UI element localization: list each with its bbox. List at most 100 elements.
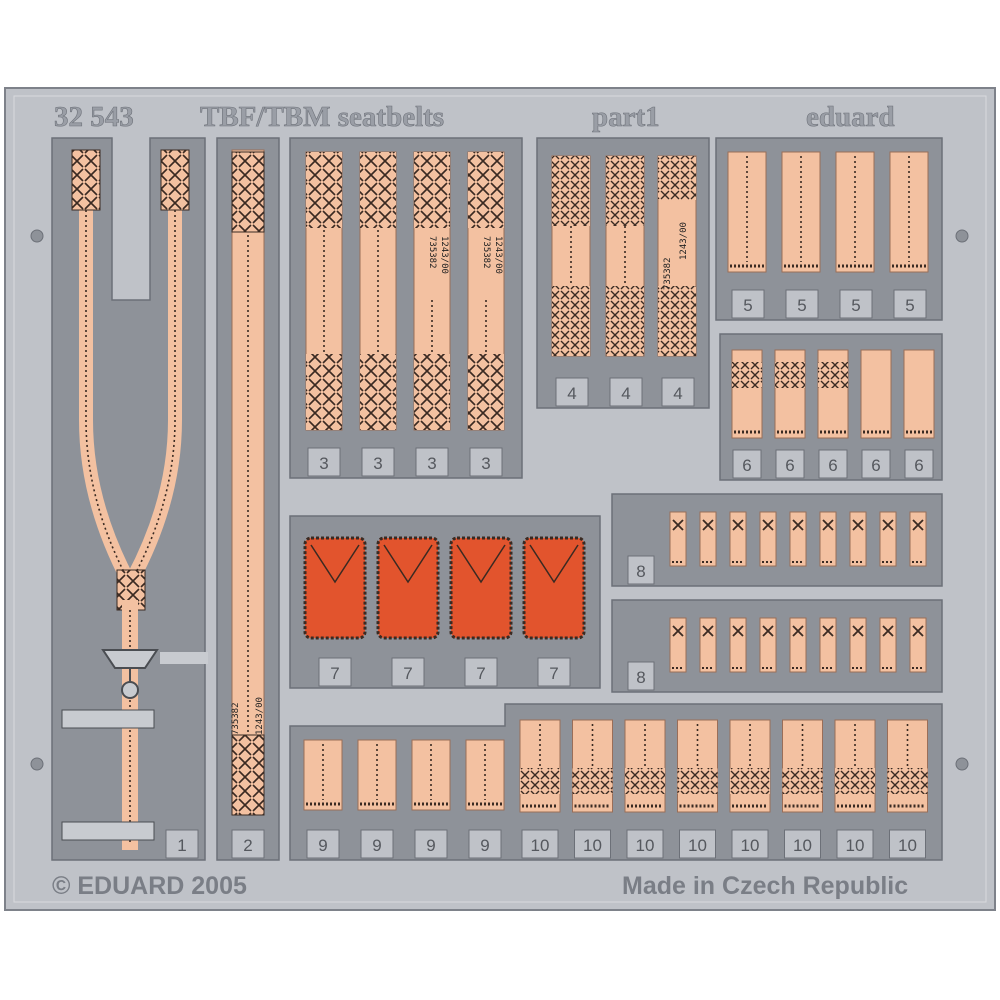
x-stitch-panel [887, 768, 928, 794]
adjuster-bar [61, 821, 155, 841]
x-stitch-panel [775, 362, 805, 388]
part-6-strap [817, 349, 849, 439]
x-stitch-panel [606, 156, 644, 226]
origin-text: Made in Czech Republic [622, 872, 908, 900]
part-number-label: 3 [319, 454, 328, 473]
etched-code: 735382 [663, 257, 673, 290]
part-8-row-2: 8 [611, 599, 943, 693]
x-stitch-panel [306, 354, 342, 430]
small-belt-tab [849, 511, 867, 567]
part-number-label: 3 [481, 454, 490, 473]
part-9-strap: 9 [303, 739, 343, 859]
part-number-label: 3 [427, 454, 436, 473]
small-belt-tab [699, 617, 717, 673]
part-label: part1 [592, 101, 660, 133]
part-6-group: 6 6 6 6 6 [719, 333, 943, 481]
small-belt-tab [879, 511, 897, 567]
etched-code: 735382 [481, 236, 491, 269]
small-belt-tab [759, 617, 777, 673]
part-6-strap [774, 349, 806, 439]
part-4-strap [551, 155, 591, 357]
part-10-strap: 10 [729, 719, 771, 859]
belt-strap [231, 149, 265, 816]
mounting-holes [30, 229, 969, 771]
small-tab-row [669, 617, 927, 673]
x-stitch-panel [606, 286, 644, 356]
x-stitch-panel [625, 768, 665, 794]
small-belt-tab [669, 511, 687, 567]
part-number-tabs [318, 657, 571, 687]
part-9-strap: 9 [465, 739, 505, 859]
etched-code: 1243/00 [255, 697, 265, 735]
sprue-tab [160, 652, 208, 664]
etched-code: 735382 [231, 702, 241, 735]
part-number-label: 10 [898, 836, 917, 855]
part-4-strap: 735382 1243/00 [657, 155, 697, 357]
part-number-label: 10 [636, 836, 655, 855]
part-number-label: 9 [426, 836, 435, 855]
part-number-tabs [732, 449, 934, 479]
x-stitch-panel [572, 768, 613, 794]
part-number-tabs [555, 377, 695, 407]
part-number-label: 7 [330, 664, 339, 683]
set-title: TBF/TBM seatbelts [200, 101, 444, 133]
part-number-label: 9 [318, 836, 327, 855]
x-stitch-panel [818, 362, 848, 388]
part-3-strap: 735382 1243/00 [467, 151, 505, 431]
part-5-strap [835, 151, 875, 273]
red-pad [522, 536, 586, 640]
part-number-tabs [307, 447, 503, 477]
part-number-label: 7 [549, 664, 558, 683]
x-stitch-panel [677, 768, 718, 794]
part-9-10-cavity [289, 703, 943, 861]
small-belt-tab [849, 617, 867, 673]
x-stitch-panel [306, 152, 342, 228]
x-stitch-panel [468, 152, 504, 228]
part-number-box [231, 829, 265, 859]
part-number-label: 4 [567, 384, 576, 403]
x-stitch-panel [414, 354, 450, 430]
part-number-label: 6 [742, 456, 751, 475]
part-1-y-harness: 1 [51, 137, 208, 861]
small-belt-tab [699, 511, 717, 567]
part-number-label: 1 [177, 836, 186, 855]
x-stitch-panel [71, 149, 101, 211]
part-number-label: 5 [851, 296, 860, 315]
part-6-strap [860, 349, 892, 439]
part-9-strap: 9 [357, 739, 397, 859]
part-9-row: 9 9 9 9 [303, 739, 505, 859]
part-3-strap: 735382 1243/00 [413, 151, 451, 431]
part-number-label: 6 [785, 456, 794, 475]
small-belt-tab [819, 511, 837, 567]
etched-code: 735382 [427, 236, 437, 269]
shoulder-strap-left [79, 175, 135, 584]
part-number-label: 10 [793, 836, 812, 855]
part-number-label: 3 [373, 454, 382, 473]
copyright-text: © EDUARD 2005 [52, 872, 247, 900]
small-belt-tab [789, 511, 807, 567]
part-number-label: 9 [480, 836, 489, 855]
x-stitch-panel [520, 768, 560, 794]
part-10-strap: 10 [887, 719, 928, 859]
part-10-strap: 10 [782, 719, 823, 859]
part-number-label: 10 [583, 836, 602, 855]
part-3-strap [305, 151, 343, 431]
red-pad [376, 536, 440, 640]
adjuster-bar [61, 709, 155, 729]
etched-code: 1243/00 [679, 222, 689, 260]
part-number-tabs [731, 289, 927, 319]
x-stitch-panel [552, 156, 590, 226]
x-stitch-panel [231, 734, 265, 816]
part-5-group: 5 5 5 5 [715, 137, 943, 321]
buckle-ring-icon [121, 681, 139, 699]
small-belt-tab [879, 617, 897, 673]
x-stitch-panel [782, 768, 823, 794]
x-stitch-panel [730, 768, 770, 794]
part-number-box [627, 661, 655, 691]
small-belt-tab [669, 617, 687, 673]
etched-code: 1243/00 [439, 236, 449, 274]
x-stitch-panel [160, 149, 190, 211]
part-number-label: 6 [914, 456, 923, 475]
x-stitch-panel [658, 286, 696, 356]
